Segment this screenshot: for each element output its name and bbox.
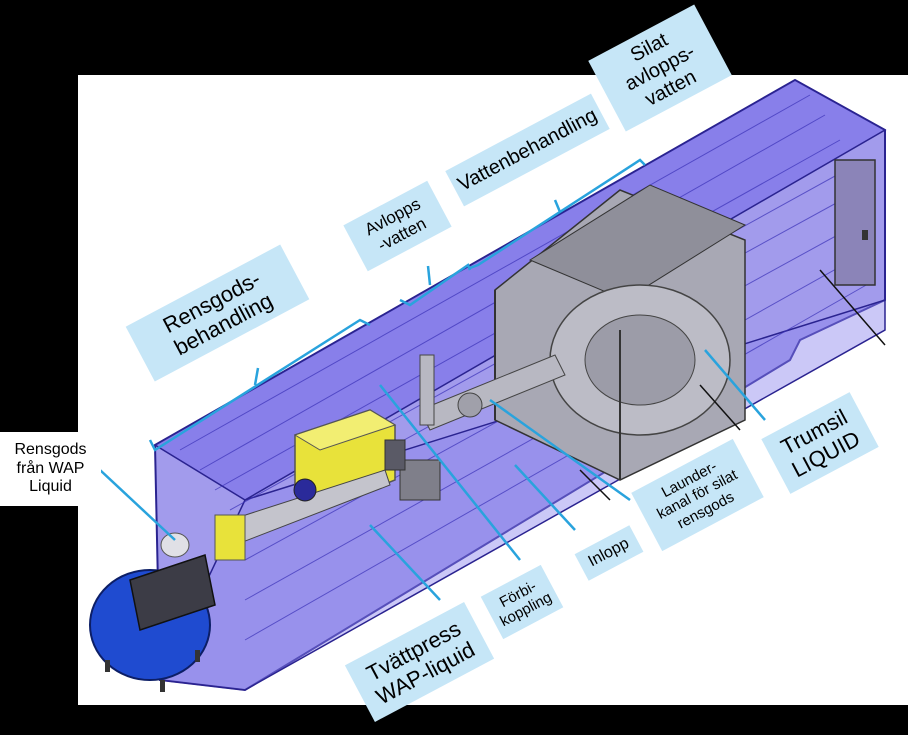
black-pointer-lines — [579, 269, 886, 501]
drum-sieve — [494, 184, 747, 481]
inlet-pipe — [419, 354, 566, 431]
pointer-lines — [99, 349, 766, 601]
washing-press — [214, 409, 397, 561]
inlet-funnel — [160, 532, 190, 558]
waste-bin — [89, 554, 216, 692]
door-handle — [862, 230, 868, 240]
bypass-valve — [384, 439, 441, 501]
label-rensgods-fran-wap: Rensgods från WAP Liquid — [0, 432, 101, 506]
section-brackets — [148, 158, 646, 452]
container-door — [834, 159, 876, 286]
